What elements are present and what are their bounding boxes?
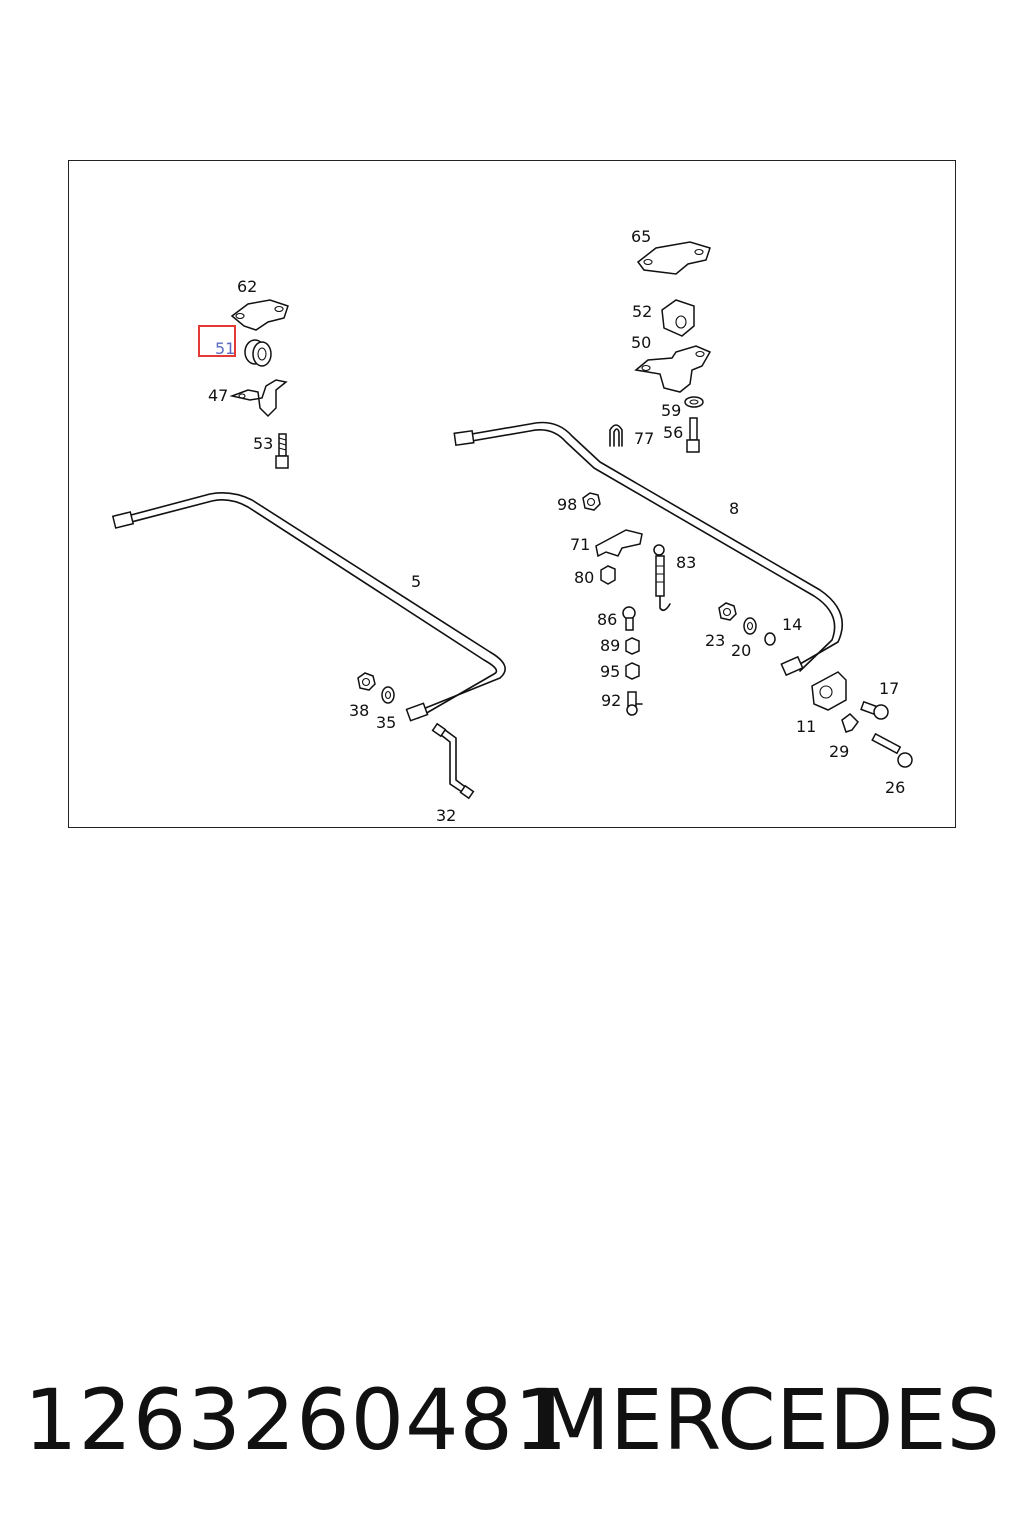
part-89-nut: [625, 637, 640, 655]
part-26-bolt: [871, 732, 913, 768]
part-98-nut: [582, 492, 601, 511]
label-14: 14: [782, 615, 802, 634]
label-52: 52: [632, 302, 652, 321]
label-83: 83: [676, 553, 696, 572]
label-11: 11: [796, 717, 816, 736]
label-98: 98: [557, 495, 577, 514]
part-95-nut: [625, 662, 640, 680]
label-8: 8: [729, 499, 739, 518]
part-17-bolt: [860, 700, 889, 720]
part-38-nut: [357, 672, 376, 691]
label-77: 77: [634, 429, 654, 448]
label-65: 65: [631, 227, 651, 246]
label-59: 59: [661, 401, 681, 420]
label-17: 17: [879, 679, 899, 698]
brand-name: MERCEDES: [537, 1371, 1000, 1469]
label-26: 26: [885, 778, 905, 797]
part-29-clip: [841, 713, 859, 733]
label-5: 5: [411, 572, 421, 591]
part-86-joint: [622, 606, 636, 631]
part-56-bolt: [686, 417, 700, 453]
part-11-mount: [811, 671, 847, 711]
part-52-bushing: [661, 299, 695, 337]
part-83-link: [653, 544, 671, 612]
part-35-washer: [381, 686, 395, 704]
label-32: 32: [436, 806, 456, 825]
part-23-nut: [718, 602, 737, 621]
label-53: 53: [253, 434, 273, 453]
part-50-bracket: [634, 345, 712, 393]
label-89: 89: [600, 636, 620, 655]
part-80-nut: [600, 565, 616, 585]
label-71: 71: [570, 535, 590, 554]
label-56: 56: [663, 423, 683, 442]
part-8-stabilizer-bar: [453, 421, 844, 677]
part-62-plate: [230, 299, 289, 331]
part-59-washer: [684, 396, 704, 408]
label-86: 86: [597, 610, 617, 629]
part-32-link: [431, 722, 475, 800]
label-23: 23: [705, 631, 725, 650]
part-5-stabilizer-bar: [111, 492, 506, 722]
footer: 1263260481 MERCEDES: [0, 1370, 1024, 1470]
label-92: 92: [601, 691, 621, 710]
label-47: 47: [208, 386, 228, 405]
part-77-clip: [609, 424, 623, 447]
label-29: 29: [829, 742, 849, 761]
part-65-plate: [636, 241, 711, 275]
label-62: 62: [237, 277, 257, 296]
label-38: 38: [349, 701, 369, 720]
part-20-washer: [743, 617, 757, 635]
highlight-box: [198, 325, 236, 357]
part-14-bushing: [764, 632, 776, 646]
part-number: 1263260481: [24, 1371, 569, 1469]
diagram-frame: [68, 160, 956, 828]
label-20: 20: [731, 641, 751, 660]
label-80: 80: [574, 568, 594, 587]
label-50: 50: [631, 333, 651, 352]
label-95: 95: [600, 662, 620, 681]
part-47-bracket: [229, 379, 288, 418]
part-92-joint: [626, 691, 643, 716]
label-51: 51: [215, 339, 235, 358]
part-71-bracket: [595, 529, 643, 558]
label-35: 35: [376, 713, 396, 732]
part-51-bushing: [244, 339, 272, 367]
part-53-bolt: [275, 433, 289, 469]
